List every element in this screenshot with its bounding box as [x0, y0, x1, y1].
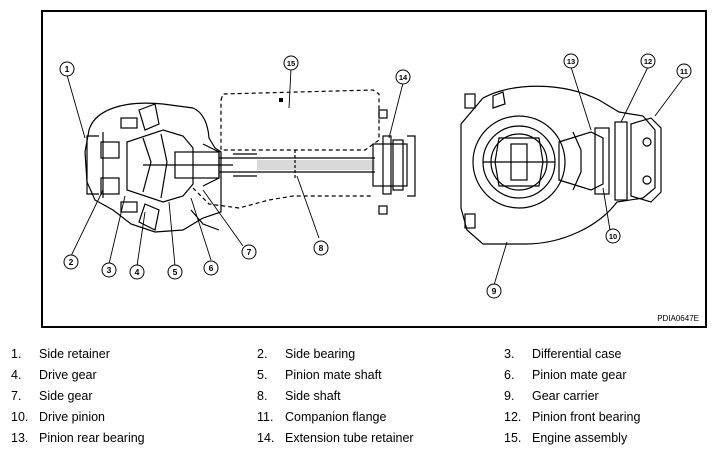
callout-10: 10 [609, 232, 617, 241]
callout-9: 9 [492, 286, 497, 296]
callout-14: 14 [399, 73, 408, 82]
callout-15: 15 [287, 59, 295, 68]
companion-flange [630, 117, 662, 203]
drive-pinion [558, 131, 604, 191]
figure-code: PDIA0647E [657, 314, 699, 323]
side-bearing-bottom [100, 177, 120, 195]
side-bearing-top [100, 141, 120, 159]
callout-5: 5 [173, 267, 178, 277]
differential-diagram: 1 2 3 4 5 6 7 8 9 10 11 12 13 14 15 [59, 53, 692, 299]
side-shaft [219, 157, 375, 173]
callout-4: 4 [135, 267, 140, 277]
engine-assembly-outline [220, 89, 380, 151]
callout-13: 13 [567, 57, 575, 66]
differential-case [126, 129, 194, 203]
carrier-bore [472, 115, 566, 209]
pinion-front-bearing [614, 121, 628, 201]
callout-8: 8 [319, 243, 324, 253]
callout-12: 12 [644, 57, 652, 66]
callout-3: 3 [107, 265, 112, 275]
drive-gear [138, 103, 160, 131]
gear-carrier [460, 85, 656, 245]
callout-6: 6 [209, 263, 214, 273]
pinion-rear-bearing [594, 127, 610, 195]
callout-2: 2 [69, 257, 74, 267]
callout-11: 11 [680, 67, 688, 76]
extension-tube-retainer [372, 143, 408, 187]
left-housing [84, 102, 222, 233]
callout-7: 7 [247, 247, 252, 257]
callout-1: 1 [65, 64, 70, 74]
diagram-frame: 1 2 3 4 5 6 7 8 9 10 11 12 13 14 15 PDIA… [41, 10, 707, 328]
